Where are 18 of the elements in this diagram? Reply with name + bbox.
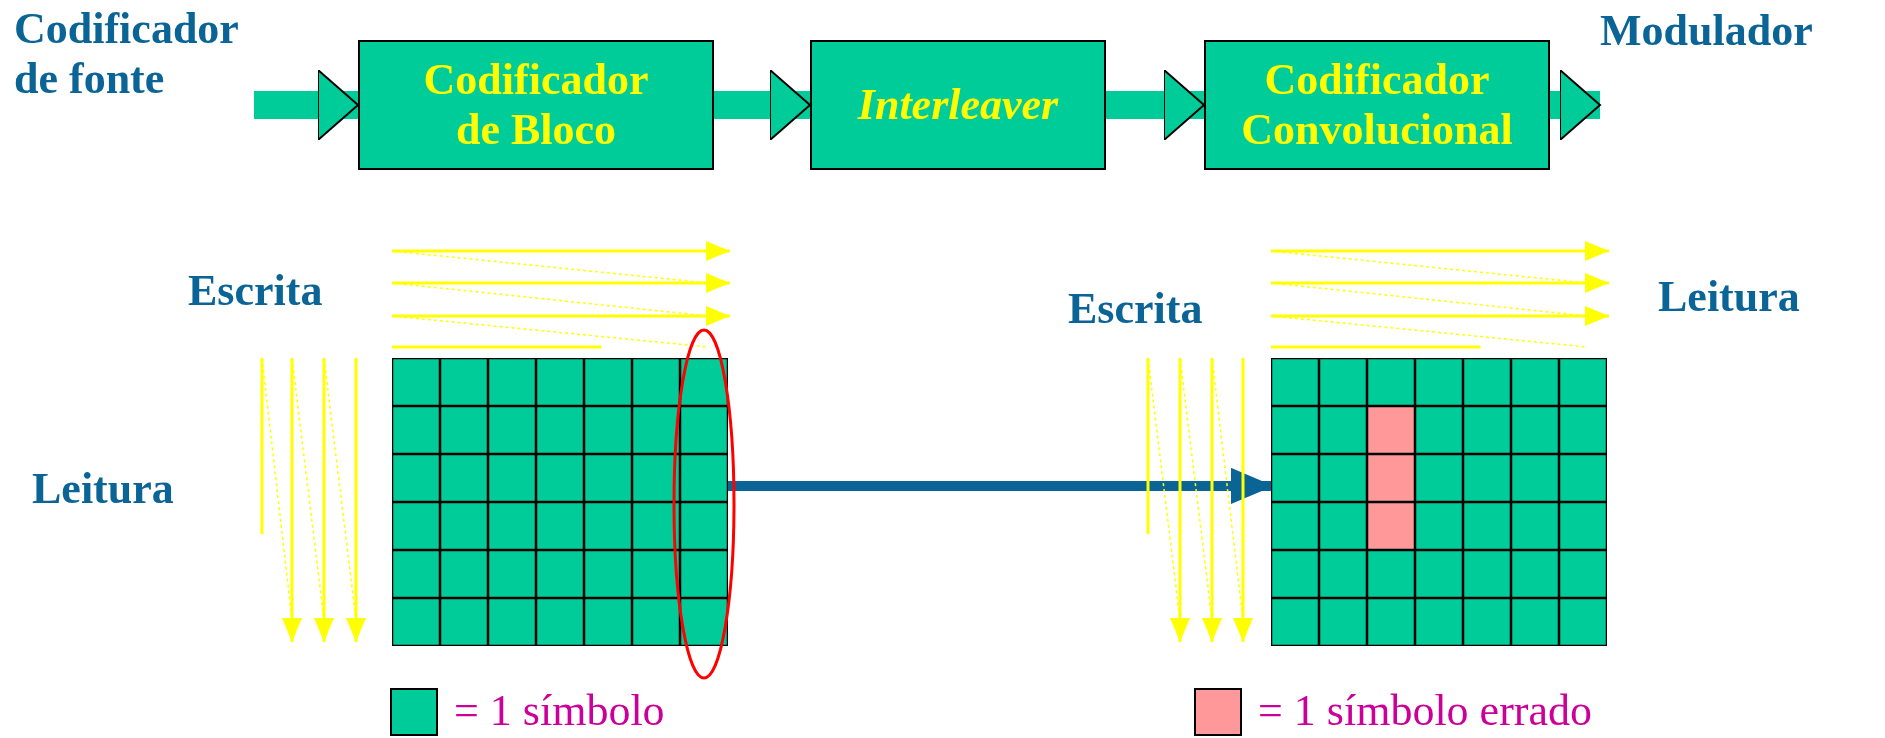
symbol-grid	[1271, 358, 1607, 646]
block-arrow	[254, 69, 359, 141]
arrow	[728, 468, 1272, 504]
legend-text: = 1 símbolo errado	[1258, 686, 1592, 736]
block-arrow	[1550, 69, 1601, 141]
process-box: Interleaver	[810, 40, 1106, 170]
block-label: Codificador de fonte	[14, 4, 254, 114]
direction-label: Escrita	[1068, 284, 1203, 334]
process-box: Codificador de Bloco	[358, 40, 714, 170]
direction-label: Escrita	[188, 266, 323, 316]
block-arrow	[714, 69, 811, 141]
direction-label: Leitura	[32, 464, 174, 514]
direction-label: Leitura	[1658, 272, 1800, 322]
legend-text: = 1 símbolo	[454, 686, 665, 736]
block-arrow	[1106, 69, 1205, 141]
symbol-grid	[392, 358, 728, 646]
block-label: Modulador	[1600, 6, 1870, 146]
process-box: Codificador Convolucional	[1204, 40, 1550, 170]
